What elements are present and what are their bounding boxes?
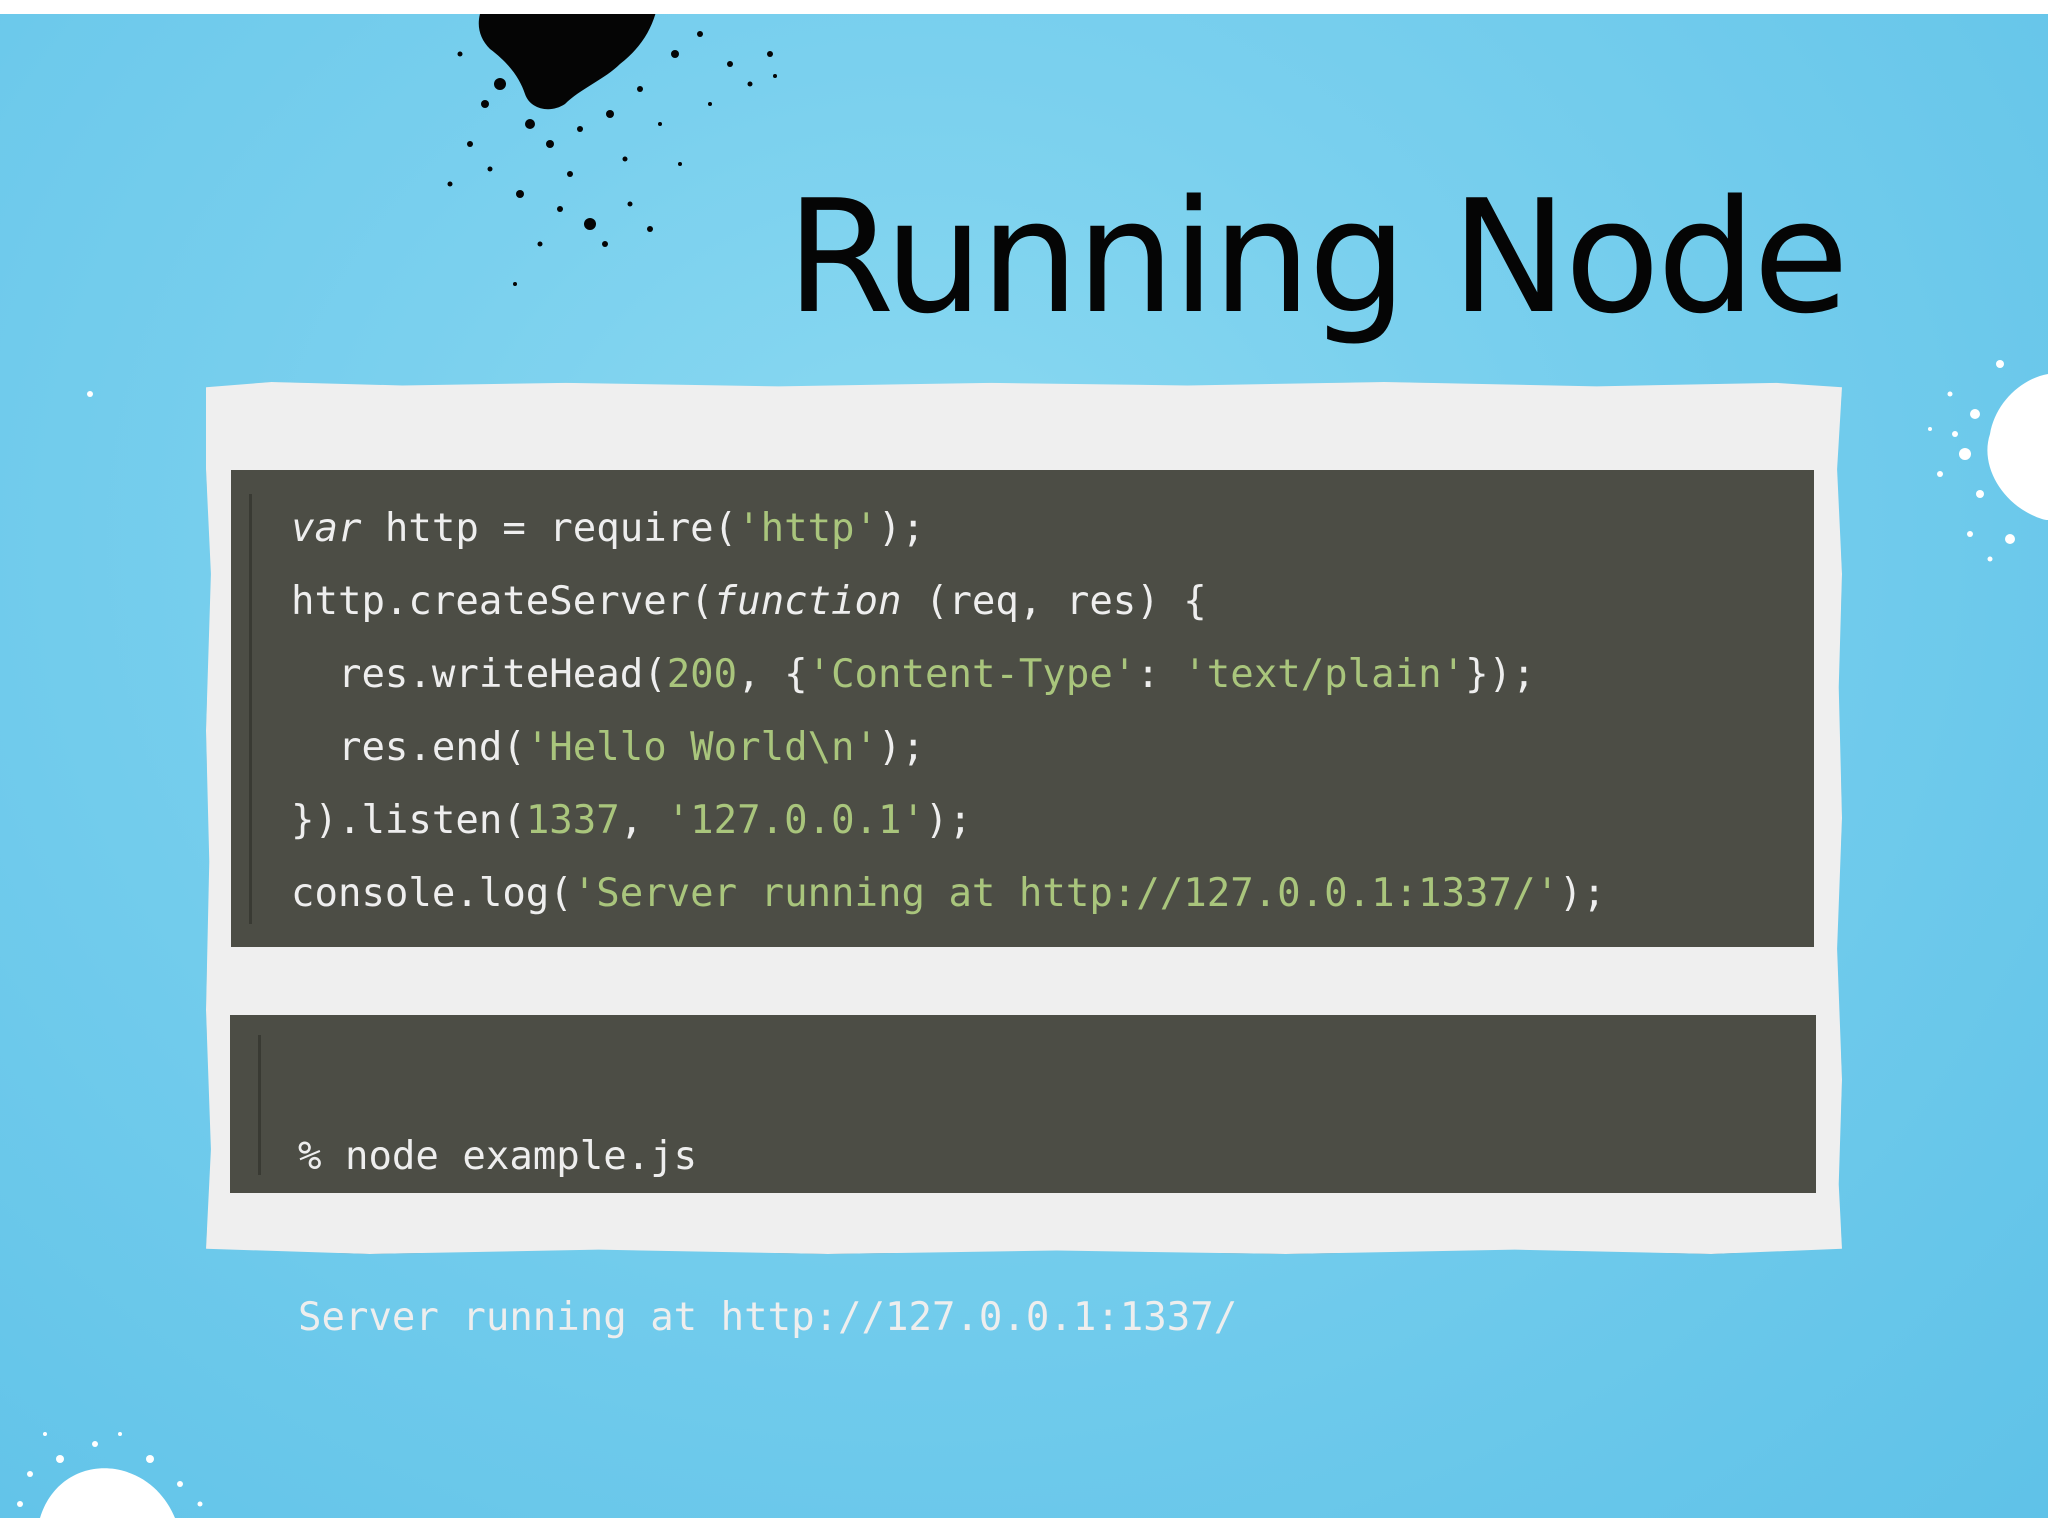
code-token: 'Hello World\n' xyxy=(525,725,879,770)
code-token: var xyxy=(291,506,362,551)
code-gutter-bar xyxy=(249,494,252,924)
code-line: console.log('Server running at http://12… xyxy=(291,863,1606,936)
code-token: res.end( xyxy=(291,725,526,770)
code-line: }).listen(1337, '127.0.0.1'); xyxy=(291,790,1606,863)
code-sample-block: var http = require('http');http.createSe… xyxy=(231,470,1814,947)
code-token: 'Server running at http://127.0.0.1:1337… xyxy=(572,871,1559,916)
code-token: 'text/plain' xyxy=(1183,652,1466,697)
code-token: 200 xyxy=(666,652,738,697)
terminal-lines: % node example.js Server running at http… xyxy=(298,1035,1237,1447)
code-token: http.createServer( xyxy=(291,579,714,624)
code-token: ); xyxy=(1558,871,1606,916)
ink-splatter-graphic xyxy=(447,14,777,286)
code-token: '127.0.0.1' xyxy=(666,798,925,843)
terminal-gutter-bar xyxy=(258,1035,261,1175)
code-line: res.writeHead(200, {'Content-Type': 'tex… xyxy=(291,644,1606,717)
code-token: }).listen( xyxy=(291,798,526,843)
code-token: ); xyxy=(924,798,972,843)
code-token: res.writeHead( xyxy=(291,652,667,697)
code-token: 'http' xyxy=(737,506,879,551)
code-token: ); xyxy=(878,725,925,770)
white-splatter-bottom-graphic xyxy=(17,1432,203,1518)
terminal-line: Server running at http://127.0.0.1:1337/ xyxy=(298,1295,1238,1340)
code-token: 1337 xyxy=(525,798,620,843)
terminal-output-block: % node example.js Server running at http… xyxy=(230,1015,1816,1340)
code-line: http.createServer(function (req, res) { xyxy=(291,571,1606,644)
slide-title: Running Node xyxy=(786,166,1849,348)
code-token: ); xyxy=(878,506,925,551)
code-line: var http = require('http'); xyxy=(291,498,1606,571)
code-token: : xyxy=(1136,652,1184,697)
code-token: , { xyxy=(737,652,808,697)
code-lines: var http = require('http');http.createSe… xyxy=(291,498,1606,936)
white-splatter-right-graphic xyxy=(1928,360,2048,562)
code-token: (req, res) { xyxy=(901,579,1207,624)
code-token: , xyxy=(619,798,667,843)
code-token: 'Content-Type' xyxy=(807,652,1137,697)
code-line: res.end('Hello World\n'); xyxy=(291,717,1606,790)
code-token: function xyxy=(713,579,902,624)
code-token: }); xyxy=(1465,652,1536,697)
code-token: http = require( xyxy=(361,506,738,551)
speck-graphic xyxy=(87,391,93,397)
terminal-line: % node example.js xyxy=(298,1134,698,1179)
code-token: console.log( xyxy=(291,871,573,916)
